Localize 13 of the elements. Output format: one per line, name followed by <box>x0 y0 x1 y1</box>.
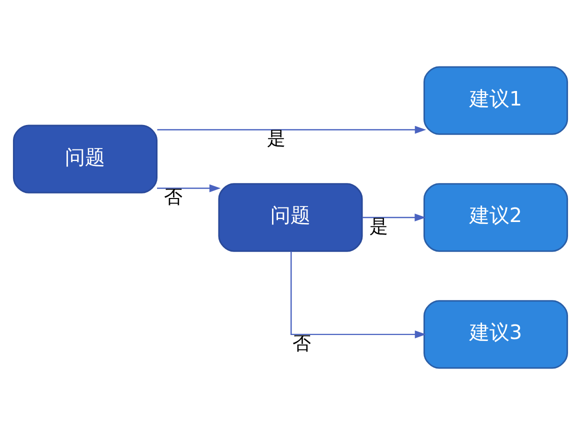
node-box: 建议1 <box>423 66 568 134</box>
node-box: 问题 <box>218 182 363 252</box>
edge-label: 是 <box>369 216 388 237</box>
arrow <box>290 250 426 338</box>
node-box: 问题 <box>12 124 158 193</box>
node-box: 建议3 <box>423 300 568 368</box>
edge-label: 是 <box>266 128 286 150</box>
arrow <box>157 125 426 134</box>
arrow <box>362 213 426 221</box>
edge-label: 否 <box>292 332 312 354</box>
edge-label: 否 <box>164 186 184 208</box>
node-box: 建议2 <box>423 182 568 252</box>
arrow <box>157 184 221 192</box>
